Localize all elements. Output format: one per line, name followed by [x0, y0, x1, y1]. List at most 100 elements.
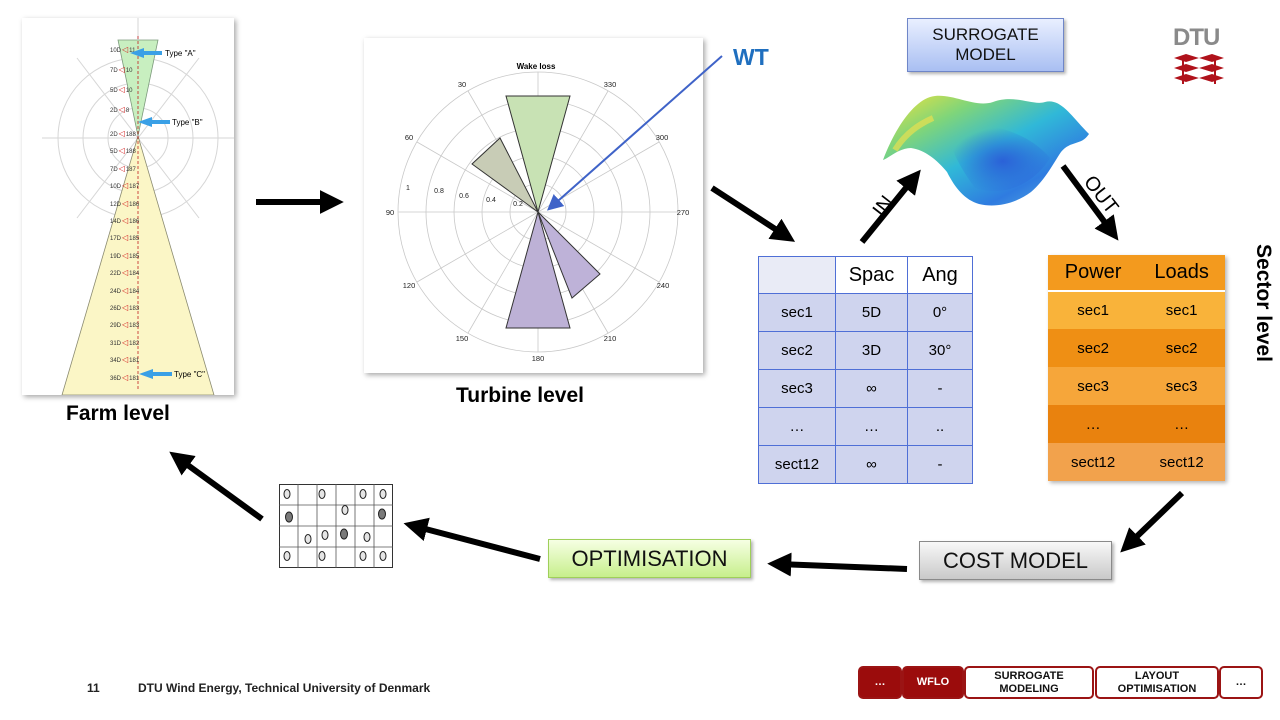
turbine-marker-icon: ◁ — [122, 198, 129, 208]
farm-row-distance: 22D — [110, 271, 122, 278]
farm-row-angle: 185 — [129, 236, 140, 243]
angle-label: 150 — [456, 334, 469, 343]
radial-label: 0.6 — [459, 193, 469, 200]
farm-turbine-row: 29D◁183 — [110, 320, 139, 329]
table-header — [758, 256, 836, 294]
cost-model-label: COST MODEL — [942, 547, 1089, 573]
table-cell: 5D — [835, 293, 908, 332]
plot-title: Wake loss — [517, 62, 556, 71]
farm-row-angle: 185 — [129, 253, 140, 260]
arrow-turbine-to-table — [710, 185, 796, 242]
farm-row-distance: 14D — [110, 219, 122, 225]
wake-petal-s — [505, 210, 571, 329]
table-cell: ∞ — [835, 369, 908, 408]
farm-turbine-row: 22D◁184 — [110, 268, 139, 277]
farm-turbine-row: 24D◁184 — [110, 286, 139, 295]
table-cell: … — [758, 407, 836, 446]
turbine-level-label: Turbine level — [456, 384, 584, 407]
farm-row-angle: 8 — [125, 108, 130, 114]
farm-row-distance: 19D — [110, 253, 122, 260]
farm-row-angle: 181 — [129, 375, 140, 382]
arrow-layout-to-farm — [169, 451, 264, 522]
table-cell: .. — [907, 407, 973, 446]
sector-level-label: Sector level — [1252, 244, 1275, 362]
farm-row-angle: 181 — [129, 358, 140, 365]
farm-turbine-row: 2D◁188 — [110, 129, 136, 138]
nav-tab-more-left[interactable]: … — [858, 666, 902, 699]
farm-row-angle: 188 — [125, 149, 136, 156]
table-cell: … — [835, 407, 908, 446]
table-cell: - — [907, 445, 973, 484]
farm-row-distance: 24D — [110, 288, 122, 295]
farm-row-distance: 34D — [110, 358, 122, 365]
radial-label: 0.4 — [486, 197, 496, 204]
optimisation-label: OPTIMISATION — [571, 545, 728, 571]
optimisation-box: OPTIMISATION — [548, 539, 751, 578]
wake-petal-nw — [471, 137, 539, 213]
nav-tab-surrogate-modeling[interactable]: SURROGATE MODELING — [964, 666, 1094, 699]
wake-loss-rose-figure: Wake loss 30 330 60 300 90 270 120 — [364, 38, 703, 373]
farm-row-distance: 26D — [110, 306, 122, 312]
table-cell: sec2 — [758, 331, 836, 370]
farm-row-distance: 5D — [110, 88, 118, 94]
turbine-marker-icon: ◁ — [122, 181, 129, 191]
table-cell: 3D — [835, 331, 908, 370]
table-row: sect12∞- — [758, 445, 973, 484]
farm-turbine-row: 12D◁186 — [110, 199, 139, 208]
radial-label: 0.8 — [434, 188, 444, 195]
radial-label: 1 — [406, 185, 410, 192]
table-cell: ∞ — [835, 445, 908, 484]
farm-row-distance: 7D — [110, 166, 118, 173]
farm-row-angle: 183 — [129, 323, 140, 330]
farm-row-angle: 184 — [129, 288, 140, 295]
angle-label: 270 — [677, 208, 690, 217]
turbine-marker-icon: ◁ — [122, 303, 129, 312]
nav-tab-wflo[interactable]: WFLO — [902, 666, 964, 699]
farm-row-angle: 186 — [129, 201, 140, 208]
angle-label: 300 — [656, 133, 669, 142]
farm-row-angle: 184 — [129, 271, 140, 278]
farm-row-angle: 188 — [125, 132, 136, 138]
farm-row-angle: 10 — [125, 88, 133, 94]
farm-turbine-row: 36D◁181 — [110, 373, 139, 382]
farm-turbine-row: 31D◁182 — [110, 338, 139, 347]
table-header: Loads — [1138, 255, 1225, 292]
table-cell: … — [1048, 405, 1139, 443]
table-cell: sec3 — [1048, 367, 1139, 405]
angle-label: 180 — [532, 354, 545, 363]
angle-label: 60 — [405, 133, 413, 142]
radial-label: 0.2 — [513, 201, 523, 208]
farm-row-angle: 187 — [125, 166, 136, 173]
nav-tab-more-right[interactable]: … — [1219, 666, 1263, 699]
turbine-marker-icon: ◁ — [122, 250, 129, 260]
table-cell: sec3 — [1138, 367, 1225, 405]
turbine-marker-icon: ◁ — [118, 105, 125, 114]
angle-label: 330 — [604, 80, 617, 89]
farm-turbine-row: 5D◁188 — [110, 146, 136, 155]
farm-row-angle: 183 — [129, 306, 140, 312]
farm-level-label: Farm level — [66, 402, 170, 425]
farm-row-angle: 182 — [129, 340, 140, 347]
table-cell: sect12 — [1048, 443, 1139, 481]
turbine-marker-icon: ◁ — [122, 355, 129, 365]
turbine-marker-icon: ◁ — [122, 268, 129, 278]
table-cell: sec2 — [1048, 329, 1139, 367]
farm-turbine-row: 17D◁185 — [110, 233, 139, 242]
table-row: …….. — [758, 407, 973, 446]
angle-label: 120 — [403, 281, 416, 290]
turbine-marker-icon: ◁ — [122, 285, 129, 295]
farm-turbine-row: 10D◁11 — [110, 45, 135, 54]
arrow-cost-to-optimisation — [767, 552, 908, 577]
nav-tab-layout-optimisation[interactable]: LAYOUT OPTIMISATION — [1095, 666, 1219, 699]
farm-turbine-row: 7D◁10 — [110, 65, 133, 74]
turbine-marker-icon: ◁ — [122, 320, 129, 330]
farm-turbine-row: 7D◁187 — [110, 164, 136, 173]
table-cell: - — [907, 369, 973, 408]
turbine-marker-icon: ◁ — [122, 216, 129, 225]
surrogate-surface-icon — [883, 95, 1089, 206]
